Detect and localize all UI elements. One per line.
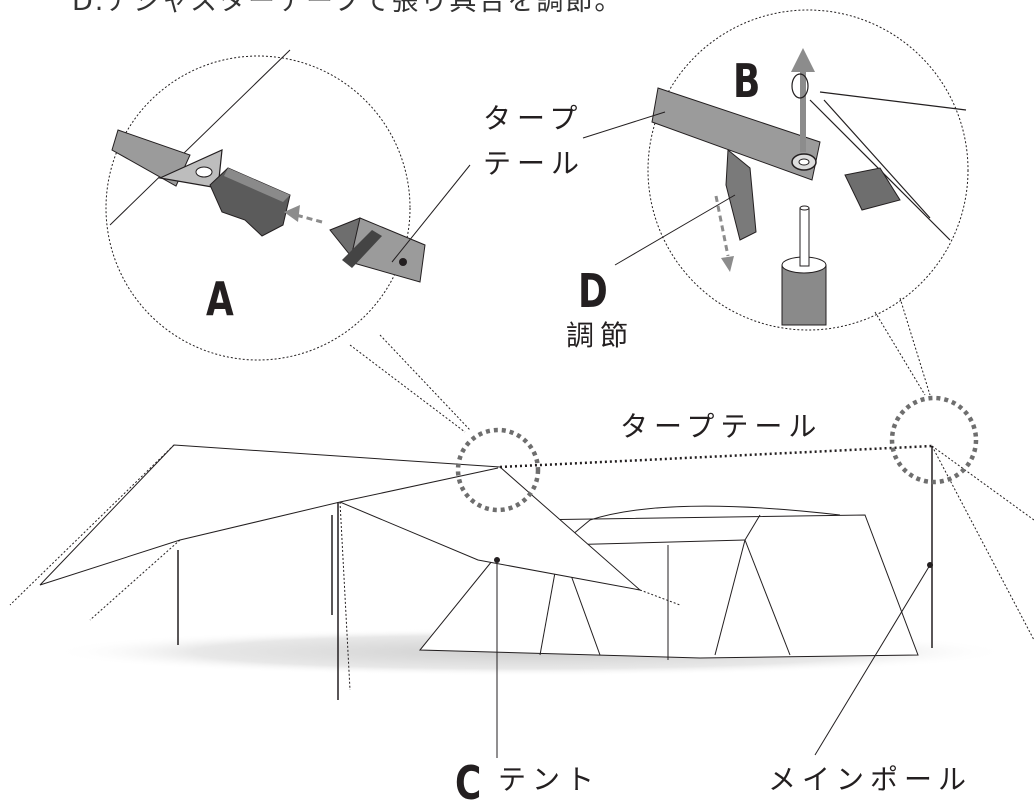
tent-label: テント <box>498 763 601 796</box>
detail-circle-b <box>647 9 969 331</box>
label-b: B <box>733 54 761 108</box>
tarp-tail-leader <box>391 164 471 263</box>
tarp-tail-line <box>499 444 933 469</box>
tent-leader-dot <box>494 557 500 563</box>
tarp-tail-leader-b <box>582 111 666 139</box>
main-pole-label: メインポール <box>768 763 973 796</box>
adjust-label: 調節 <box>566 319 635 352</box>
tarp-tail-label-line1: タープ <box>483 102 584 135</box>
leader-b-2 <box>899 297 931 396</box>
highlight-b <box>889 395 979 485</box>
leader-a <box>349 344 466 433</box>
detail-circle-a <box>105 49 426 361</box>
highlight-a <box>455 427 541 513</box>
leader-a-2 <box>379 334 471 431</box>
label-c: C <box>455 756 482 810</box>
label-a: A <box>206 272 234 326</box>
poles <box>177 446 933 700</box>
adjuster-leader <box>614 194 736 266</box>
tarp-tail-label-line2: テール <box>483 147 586 180</box>
tarp <box>39 444 642 591</box>
page-title: D.アジャスターテープで張り具合を調節。 <box>72 0 624 17</box>
tarp-tail-label: タープテール <box>620 410 823 443</box>
pole-leader <box>814 564 931 756</box>
pole-leader-dot <box>927 562 933 568</box>
label-d: D <box>578 264 608 318</box>
leader-b <box>874 311 926 396</box>
